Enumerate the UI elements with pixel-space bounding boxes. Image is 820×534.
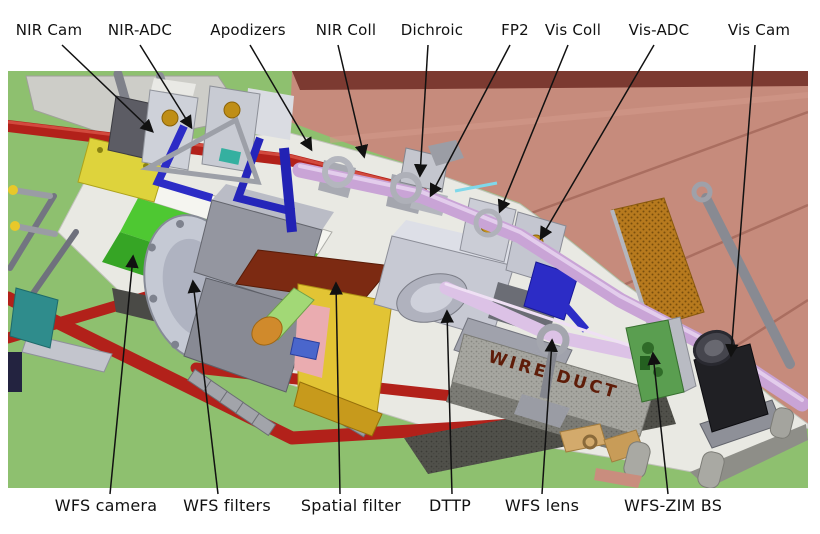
- callout-wfs-lens: WFS lens: [504, 496, 580, 515]
- salmon-sliver: [594, 468, 642, 488]
- callout-dttp: DTTP: [428, 496, 472, 515]
- cyan-stick: [454, 181, 498, 193]
- callout-vis-cam: Vis Cam: [727, 21, 791, 39]
- callout-vis-adc: Vis-ADC: [628, 21, 690, 39]
- leader-vis-coll: [497, 44, 569, 214]
- callout-wfs-filters: WFS filters: [183, 496, 271, 515]
- leader-vis-adc: [539, 44, 655, 241]
- wfs-beam: [439, 281, 659, 364]
- leader-dichroic: [413, 44, 429, 178]
- callout-apodizers: Apodizers: [210, 21, 286, 39]
- leader-dttp: [440, 309, 455, 495]
- leader-apodizers: [249, 44, 313, 152]
- callout-nir-cam: NIR Cam: [15, 21, 83, 39]
- teal-box: [8, 287, 113, 392]
- leader-lines: [61, 44, 756, 495]
- callout-dichroic: Dichroic: [400, 21, 464, 39]
- spatial-filter-assembly: [235, 249, 393, 437]
- callout-nir-adc: NIR-ADC: [107, 21, 173, 39]
- eye-bolt: [691, 181, 713, 203]
- callout-wfs-zim-bs: WFS-ZIM BS: [623, 496, 723, 515]
- leader-wfs-camera: [109, 254, 139, 495]
- leader-nir-cam: [61, 44, 154, 133]
- navy-box: [8, 352, 22, 392]
- bench-feet: [623, 407, 795, 488]
- leader-wfs-zim-bs: [647, 351, 669, 495]
- leader-fp2: [429, 44, 511, 198]
- callout-vis-coll: Vis Coll: [544, 21, 602, 39]
- leader-nir-coll: [337, 44, 369, 159]
- callout-fp2: FP2: [501, 21, 529, 39]
- vis-cam-assembly: [692, 329, 783, 449]
- leader-vis-cam: [725, 44, 756, 358]
- callout-nir-coll: NIR Coll: [315, 21, 377, 39]
- leader-wfs-lens: [541, 338, 559, 495]
- callout-spatial-filter: Spatial filter: [300, 496, 402, 515]
- lens-cap-orange: [251, 316, 283, 346]
- callout-wfs-camera: WFS camera: [54, 496, 158, 515]
- leader-wfs-filters: [187, 279, 219, 495]
- nir-assembly: [77, 78, 297, 233]
- leader-spatial-filter: [329, 281, 343, 495]
- leader-nir-adc: [139, 44, 193, 130]
